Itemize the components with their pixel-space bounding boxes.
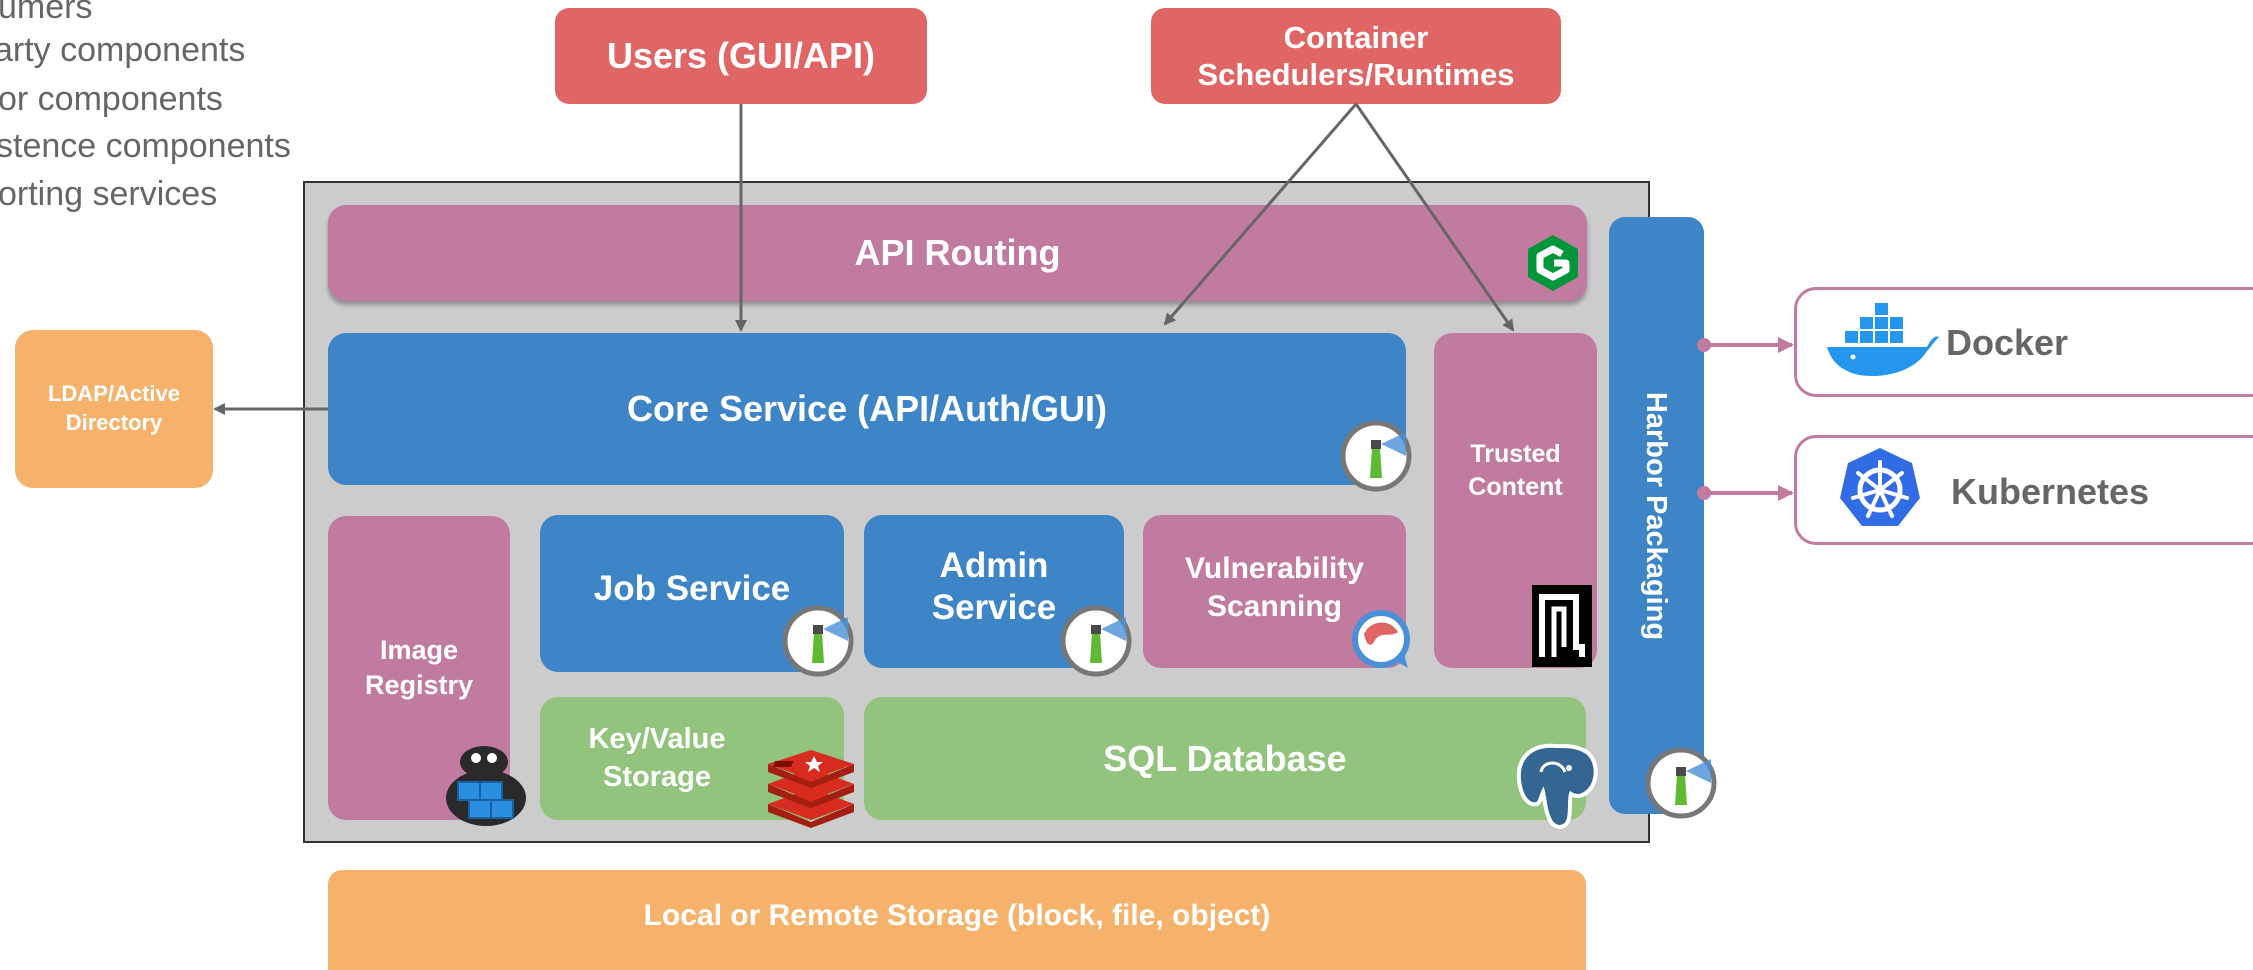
harbor-badge-job-icon (782, 605, 854, 677)
kubernetes-logo-icon (1838, 446, 1922, 530)
redis-logo-icon (768, 750, 854, 828)
api-routing-box: API Routing (328, 205, 1587, 301)
harbor-badge-admin-icon (1060, 605, 1132, 677)
sql-database-box: SQL Database (864, 697, 1586, 820)
registry-logo-icon (446, 746, 526, 826)
legend-item-third-party: arty components (0, 31, 246, 69)
schedulers-box: Container Schedulers/Runtimes (1151, 8, 1561, 104)
schedulers-to-core-arrow (1163, 103, 1358, 326)
nginx-logo-icon (1522, 232, 1584, 294)
notary-logo-icon (1532, 585, 1592, 667)
core-service-box: Core Service (API/Auth/GUI) (328, 333, 1406, 485)
users-box: Users (GUI/API) (555, 8, 927, 104)
legend-item-consumers: umers (0, 0, 93, 26)
schedulers-to-trusted-arrow (1354, 103, 1515, 332)
harbor-badge-core-icon (1340, 420, 1412, 492)
legend-item-persistence: stence components (0, 127, 291, 165)
harbor-badge-packaging-icon (1645, 747, 1717, 819)
storage-box: Local or Remote Storage (block, file, ob… (328, 870, 1586, 970)
kubernetes-label: Kubernetes (1951, 471, 2150, 512)
clair-logo-icon (1352, 610, 1410, 668)
postgresql-logo-icon (1516, 743, 1598, 829)
harbor-packaging-bar (1609, 217, 1704, 814)
docker-label: Docker (1946, 322, 2069, 363)
legend-item-supporting: orting services (0, 175, 218, 213)
legend-item-harbor: or components (0, 80, 223, 118)
docker-logo-icon (1823, 303, 1939, 377)
ldap-box: LDAP/Active Directory (15, 330, 213, 488)
